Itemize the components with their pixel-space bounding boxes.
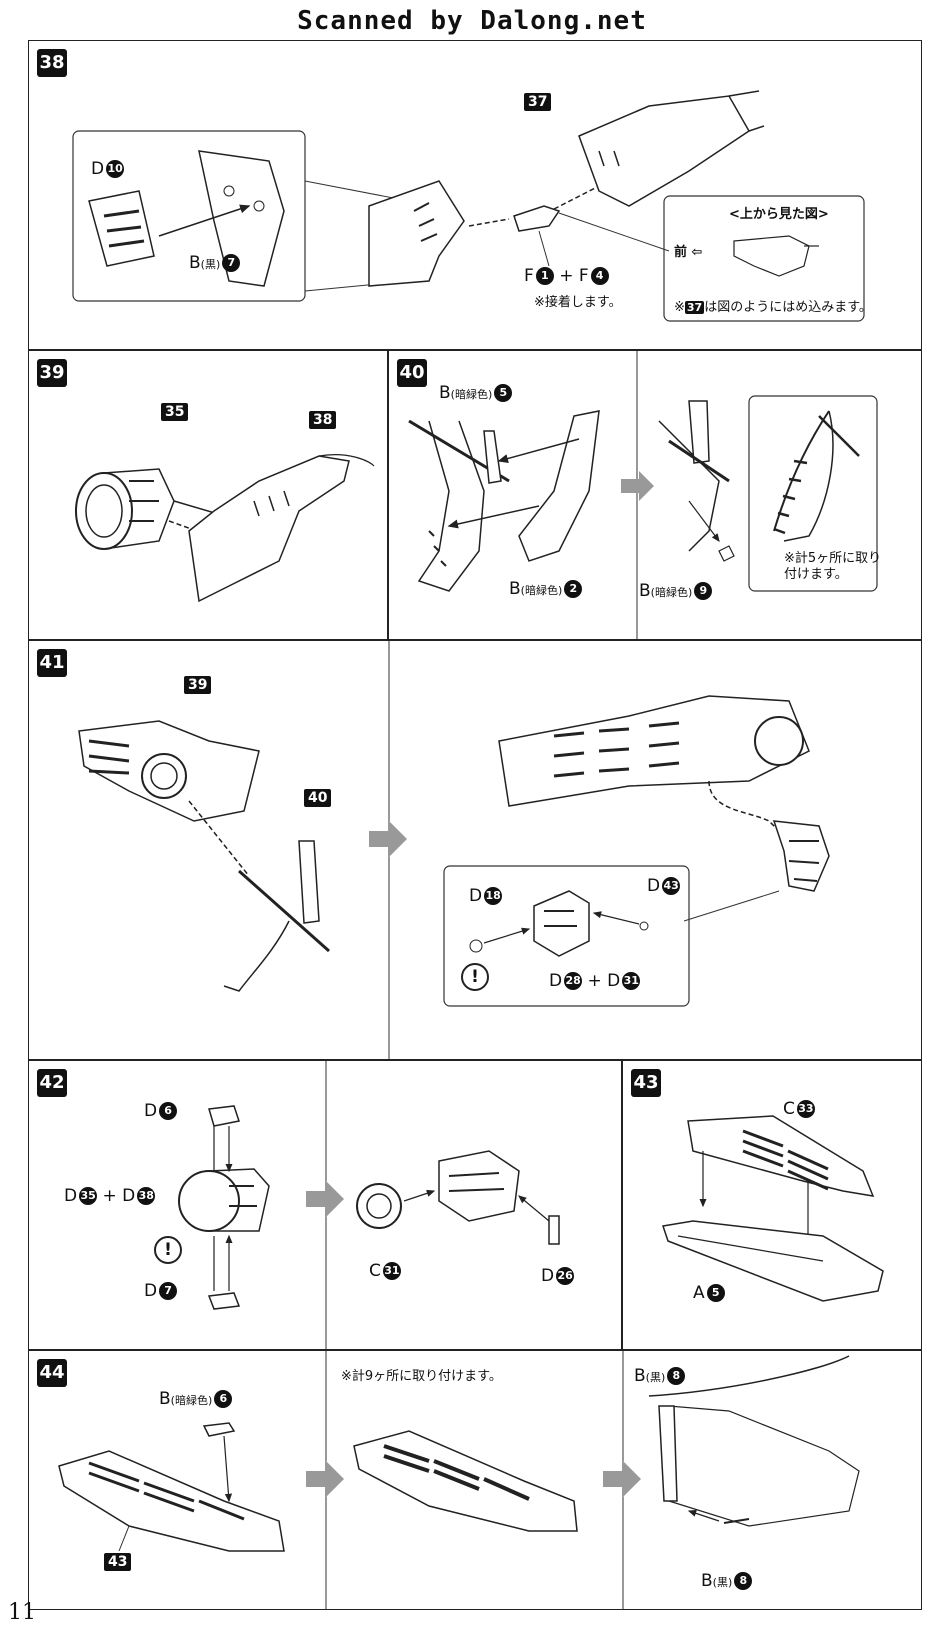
part-b8-bottom-label: B(黒)8 (701, 1571, 753, 1591)
step-43-diagram (662, 1115, 884, 1302)
part-b6-label: B(暗緑色)6 (159, 1389, 233, 1409)
inset-title: <上から見た図> (729, 207, 829, 222)
caution-icon: ! (154, 1236, 182, 1264)
attach-9-note: ※計9ヶ所に取り付けます。 (341, 1369, 502, 1384)
step-number: 44 (37, 1359, 67, 1387)
step-40-diagram (408, 351, 878, 639)
scan-header: Scanned by Dalong.net (297, 6, 647, 36)
step-44-diagram (58, 1351, 860, 1609)
step-42-diagram (178, 1061, 560, 1349)
part-b8-top-label: B(黒)8 (634, 1366, 686, 1386)
page-number: 11 (8, 1600, 36, 1625)
arrow-left-icon: ⇦ (691, 245, 703, 260)
step-number: 39 (37, 359, 67, 387)
part-b9-label: B(暗緑色)9 (639, 581, 713, 601)
step-ref-43: 43 (104, 1553, 132, 1571)
part-b5-label: B(暗緑色)5 (439, 383, 513, 403)
part-b2-label: B(暗緑色)2 (509, 579, 583, 599)
caution-icon: ! (461, 963, 489, 991)
part-b7-label: B(黒)7 (189, 253, 241, 273)
step-number: 43 (631, 1069, 661, 1097)
step-number: 41 (37, 649, 67, 677)
step-ref-39: 39 (184, 676, 212, 694)
inset-front-label: 前 ⇦ (674, 245, 703, 260)
step-ref-35: 35 (161, 403, 189, 421)
step-39-diagram (75, 454, 375, 603)
step-38-diagram (72, 90, 865, 322)
step-39-panel: 39 35 38 (28, 350, 388, 640)
step-44-panel: 44 B(暗緑色)6 43 ※計9ヶ所に取り付けます。 B(黒)8 B(黒)8 (28, 1350, 922, 1610)
step-41-diagram (78, 641, 830, 1059)
step-ref-38: 38 (309, 411, 337, 429)
step-number: 40 (397, 359, 427, 387)
step-number: 42 (37, 1069, 67, 1097)
step-ref-37: 37 (524, 93, 552, 111)
step-40-panel: 40 B(暗緑色)5 B(暗緑色)2 B(暗緑色)9 ※計5ヶ所に取り 付けます… (388, 350, 922, 640)
attach-5-note: ※計5ヶ所に取り 付けます。 (784, 551, 882, 582)
glue-note: ※接着します。 (534, 295, 622, 310)
step-ref-40: 40 (304, 789, 332, 807)
step-number: 38 (37, 49, 67, 77)
